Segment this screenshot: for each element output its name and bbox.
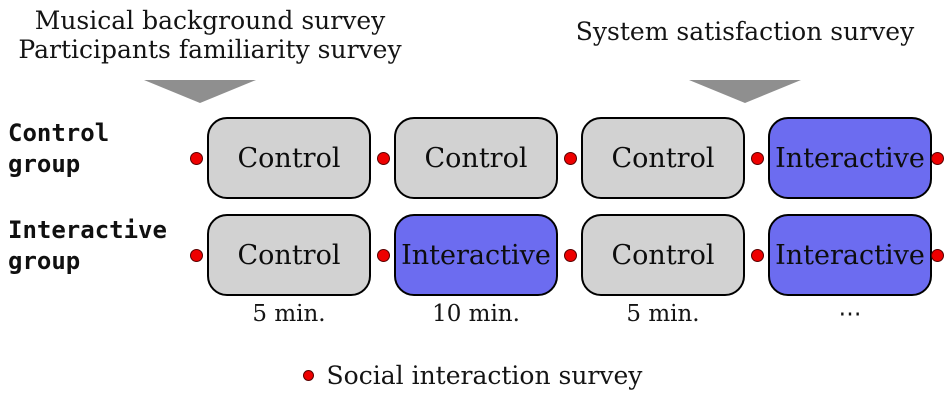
phase-box: Control [581, 117, 745, 199]
phase-box: Interactive [768, 214, 932, 296]
post-study-annotation: System satisfaction survey [545, 17, 945, 46]
phase-box: Control [207, 214, 371, 296]
phase-box: Control [394, 117, 558, 199]
phase-box: Interactive [768, 117, 932, 199]
phase-box: Interactive [394, 214, 558, 296]
phase-box-label: Interactive [775, 239, 925, 271]
phase-box-label: Control [237, 142, 341, 174]
social-survey-dot [377, 152, 390, 165]
group-label-interactive: Interactive group [8, 215, 167, 277]
phase-box-label: Interactive [401, 239, 551, 271]
phase-box: Control [581, 214, 745, 296]
legend: Social interaction survey [0, 361, 945, 390]
pre-study-annotation-line1: Musical background survey [34, 6, 386, 35]
pre-study-annotation-line2: Participants familiarity survey [18, 35, 402, 64]
social-survey-dot [564, 249, 577, 262]
phase-box-label: Interactive [775, 142, 925, 174]
duration-label: 5 min. [626, 301, 700, 327]
phase-box-label: Control [237, 239, 341, 271]
social-survey-dot [564, 152, 577, 165]
legend-label: Social interaction survey [326, 361, 643, 390]
phase-box-label: Control [424, 142, 528, 174]
social-survey-dot [377, 249, 390, 262]
social-survey-dot [931, 152, 944, 165]
group-label-control: Control group [8, 118, 109, 180]
social-survey-dot [931, 249, 944, 262]
social-survey-dot [751, 152, 764, 165]
duration-label: 10 min. [432, 301, 520, 327]
duration-label: 5 min. [252, 301, 326, 327]
social-survey-dot [190, 249, 203, 262]
post-study-annotation-line1: System satisfaction survey [575, 17, 915, 46]
social-survey-dot-icon [302, 370, 314, 381]
phase-box-label: Control [611, 239, 715, 271]
group-label-interactive-line1: Interactive [8, 216, 167, 244]
down-arrow-icon [689, 80, 801, 103]
phase-box: Control [207, 117, 371, 199]
group-label-control-line2: group [8, 150, 81, 178]
down-arrow-icon [144, 80, 256, 103]
social-survey-dot [751, 249, 764, 262]
social-survey-dot [190, 152, 203, 165]
phase-box-label: Control [611, 142, 715, 174]
pre-study-annotation: Musical background survey Participants f… [0, 6, 420, 64]
group-label-control-line1: Control [8, 119, 110, 147]
duration-label: ⋯ [838, 301, 862, 327]
group-label-interactive-line2: group [8, 247, 81, 275]
